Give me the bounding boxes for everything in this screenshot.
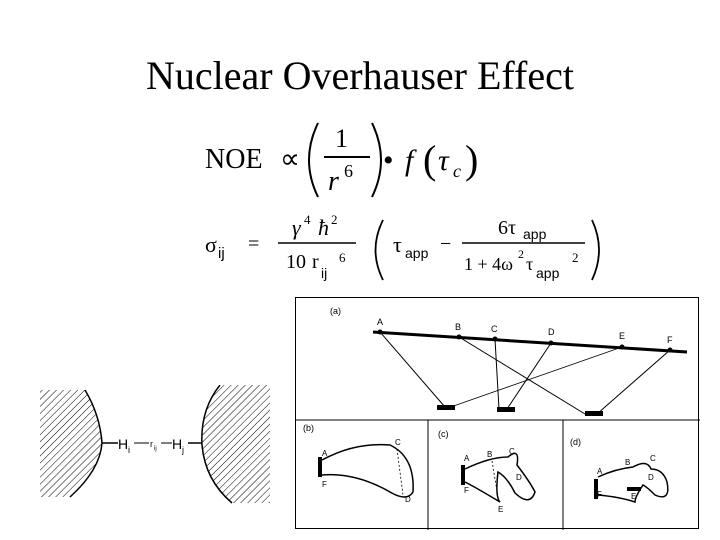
den-r: r	[312, 251, 319, 273]
right-paren	[371, 122, 382, 198]
sigma-symbol: σ	[205, 232, 217, 257]
point-f-label: F	[667, 335, 673, 345]
proportional-symbol: ∝	[280, 144, 300, 175]
d-label-c: C	[650, 454, 656, 463]
slide-title: Nuclear Overhauser Effect	[146, 53, 574, 98]
panel-d-label: (d)	[570, 437, 581, 447]
loop-b	[321, 443, 414, 498]
point-d-label: D	[548, 327, 555, 337]
c-label-e: E	[498, 505, 503, 514]
second-numerator: 6τ	[498, 217, 516, 239]
loop-d	[597, 462, 669, 504]
panel-c-label: (c)	[438, 429, 449, 439]
noe-label: NOE	[205, 144, 263, 175]
terminus-b	[318, 457, 322, 477]
c-label-c: C	[509, 447, 515, 456]
hj-subscript: j	[181, 445, 184, 455]
den-r-exponent: 6	[339, 250, 346, 265]
second-den-subscript: app	[536, 265, 560, 281]
point-e-label: E	[619, 331, 625, 341]
panel-b-label: (b)	[303, 423, 314, 433]
panel-a-label: (a)	[330, 306, 341, 316]
equals-sign: =	[248, 233, 259, 255]
right-surface-hatch	[201, 385, 270, 503]
segment-block-2	[497, 407, 515, 412]
segment-block-3	[585, 411, 603, 416]
denominator-r: r	[328, 166, 339, 197]
d-label-d: D	[648, 473, 654, 482]
chain-folding-diagrams: (a) A B C D E F (b) A C F D (c) A B C D …	[295, 297, 700, 530]
link-d	[506, 342, 552, 410]
link-a	[379, 331, 446, 408]
segment-block-d	[627, 487, 641, 491]
den-r-subscript: ij	[321, 265, 327, 281]
b-label-f: F	[322, 480, 327, 489]
multiply-dot: •	[383, 144, 394, 177]
cross-relaxation-equation: σ ij = γ 4 ħ 2 10 r ij 6 τ app − 6τ app …	[205, 212, 600, 281]
c-label-b: B	[487, 450, 492, 459]
proton-pair-diagram: H i r ij H j	[40, 385, 270, 504]
gamma-exponent: 4	[304, 212, 311, 227]
fraction-numerator: 1	[335, 124, 348, 153]
hbar-symbol: ħ	[318, 215, 329, 240]
link-f	[596, 349, 671, 415]
second-den-tau: τ	[526, 254, 533, 274]
hj-label: H	[172, 436, 182, 452]
d-label-f: F	[597, 490, 602, 499]
den-coefficient: 10	[286, 251, 306, 273]
minus-sign: −	[440, 233, 451, 255]
segment-block-1	[437, 405, 455, 410]
sigma-subscript: ij	[218, 245, 225, 262]
hbar-exponent: 2	[331, 212, 338, 227]
d-label-e: E	[631, 492, 636, 501]
tau-app-symbol: τ	[393, 232, 402, 257]
b-label-d: D	[405, 495, 411, 504]
second-den-exponent: 2	[518, 247, 524, 261]
rij-subscript: ij	[154, 446, 157, 452]
tau-symbol: τ	[438, 144, 450, 177]
tau-subscript: c	[453, 161, 461, 181]
backbone-line	[372, 330, 688, 354]
loop-c	[464, 452, 536, 503]
b-label-c: C	[395, 438, 401, 447]
b-label-a: A	[322, 449, 328, 458]
point-a-label: A	[377, 317, 383, 327]
terminus-d	[594, 479, 598, 499]
bracket-right-paren	[591, 219, 600, 281]
link-b	[458, 336, 586, 415]
gamma-symbol: γ	[292, 215, 302, 240]
left-surface-hatch	[40, 390, 102, 497]
point-b-label: B	[455, 322, 461, 332]
bracket-left-paren	[374, 219, 384, 281]
left-surface-edge	[69, 389, 103, 498]
terminus-c	[461, 465, 465, 485]
c-label-d: D	[516, 473, 522, 482]
hi-subscript: i	[128, 445, 130, 455]
second-den-exponent-2: 2	[572, 250, 579, 265]
second-numerator-subscript: app	[523, 226, 547, 242]
left-paren	[308, 122, 319, 198]
point-c-label: C	[491, 324, 498, 334]
link-e	[444, 346, 623, 410]
tau-app-subscript: app	[405, 245, 429, 261]
link-c	[494, 338, 500, 410]
right-surface-edge	[201, 385, 233, 504]
second-den-part-a: 1 + 4ω	[464, 254, 513, 274]
denominator-exponent: 6	[344, 161, 353, 181]
d-label-b: B	[625, 458, 630, 467]
func-right-paren: )	[465, 137, 478, 182]
hi-label: H	[118, 436, 128, 452]
c-label-a: A	[464, 454, 470, 463]
noe-proportionality-equation: NOE ∝ 1 r 6 • f ( τ c )	[205, 122, 478, 198]
d-label-a: A	[597, 467, 603, 476]
rij-label: r	[150, 439, 153, 449]
func-left-paren: (	[423, 137, 436, 182]
c-label-f: F	[464, 486, 469, 495]
function-f: f	[405, 144, 417, 177]
